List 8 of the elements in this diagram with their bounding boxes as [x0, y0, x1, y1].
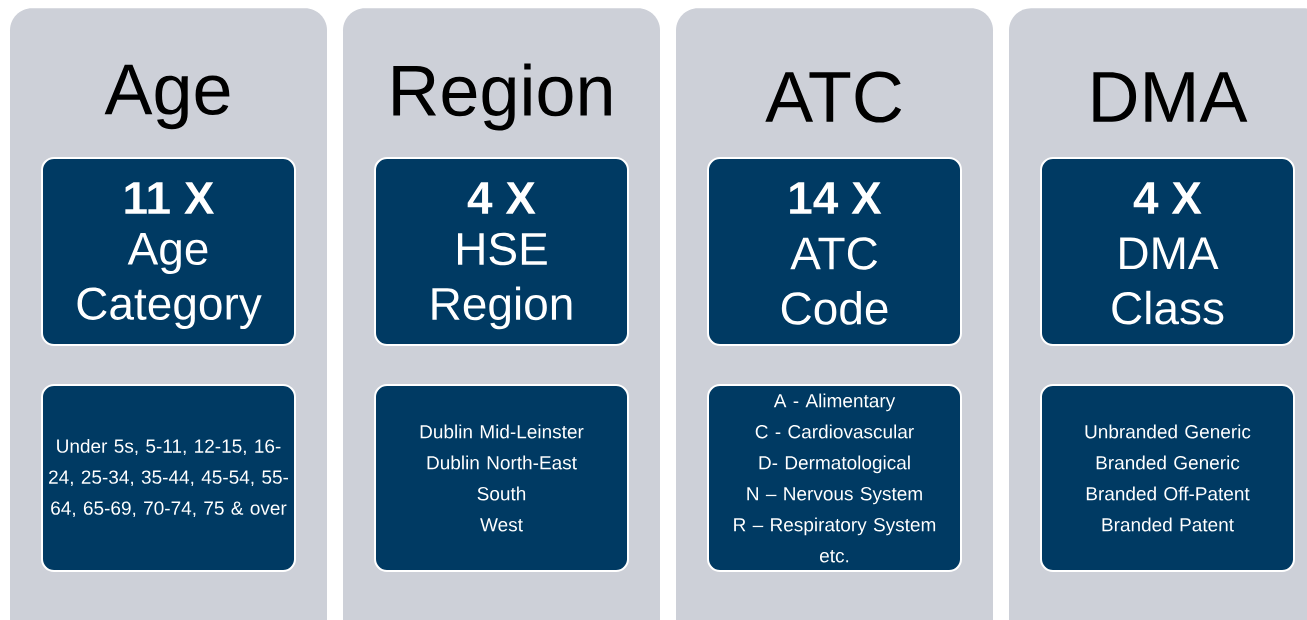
- list-box: Under 5s, 5-11, 12-15, 16-24, 25-34, 35-44, 45-54, 55-64, 65-69, 70-74, 75 & over: [41, 384, 296, 572]
- category-box: 14 X ATC Code: [707, 157, 962, 346]
- category-box: 4 X DMA Class: [1040, 157, 1295, 346]
- list-box: Dublin Mid-Leinster Dublin North-East South West: [374, 384, 629, 572]
- list-box: Unbranded Generic Branded Generic Branded Off-Patent Branded Patent: [1040, 384, 1295, 572]
- category-box: 4 X HSE Region: [374, 157, 629, 346]
- list-box: A - Alimentary C - Cardiovascular D- Dermatological N – Nervous System R – Respiratory System etc.: [707, 384, 962, 572]
- category-box: 11 X Age Category: [41, 157, 296, 346]
